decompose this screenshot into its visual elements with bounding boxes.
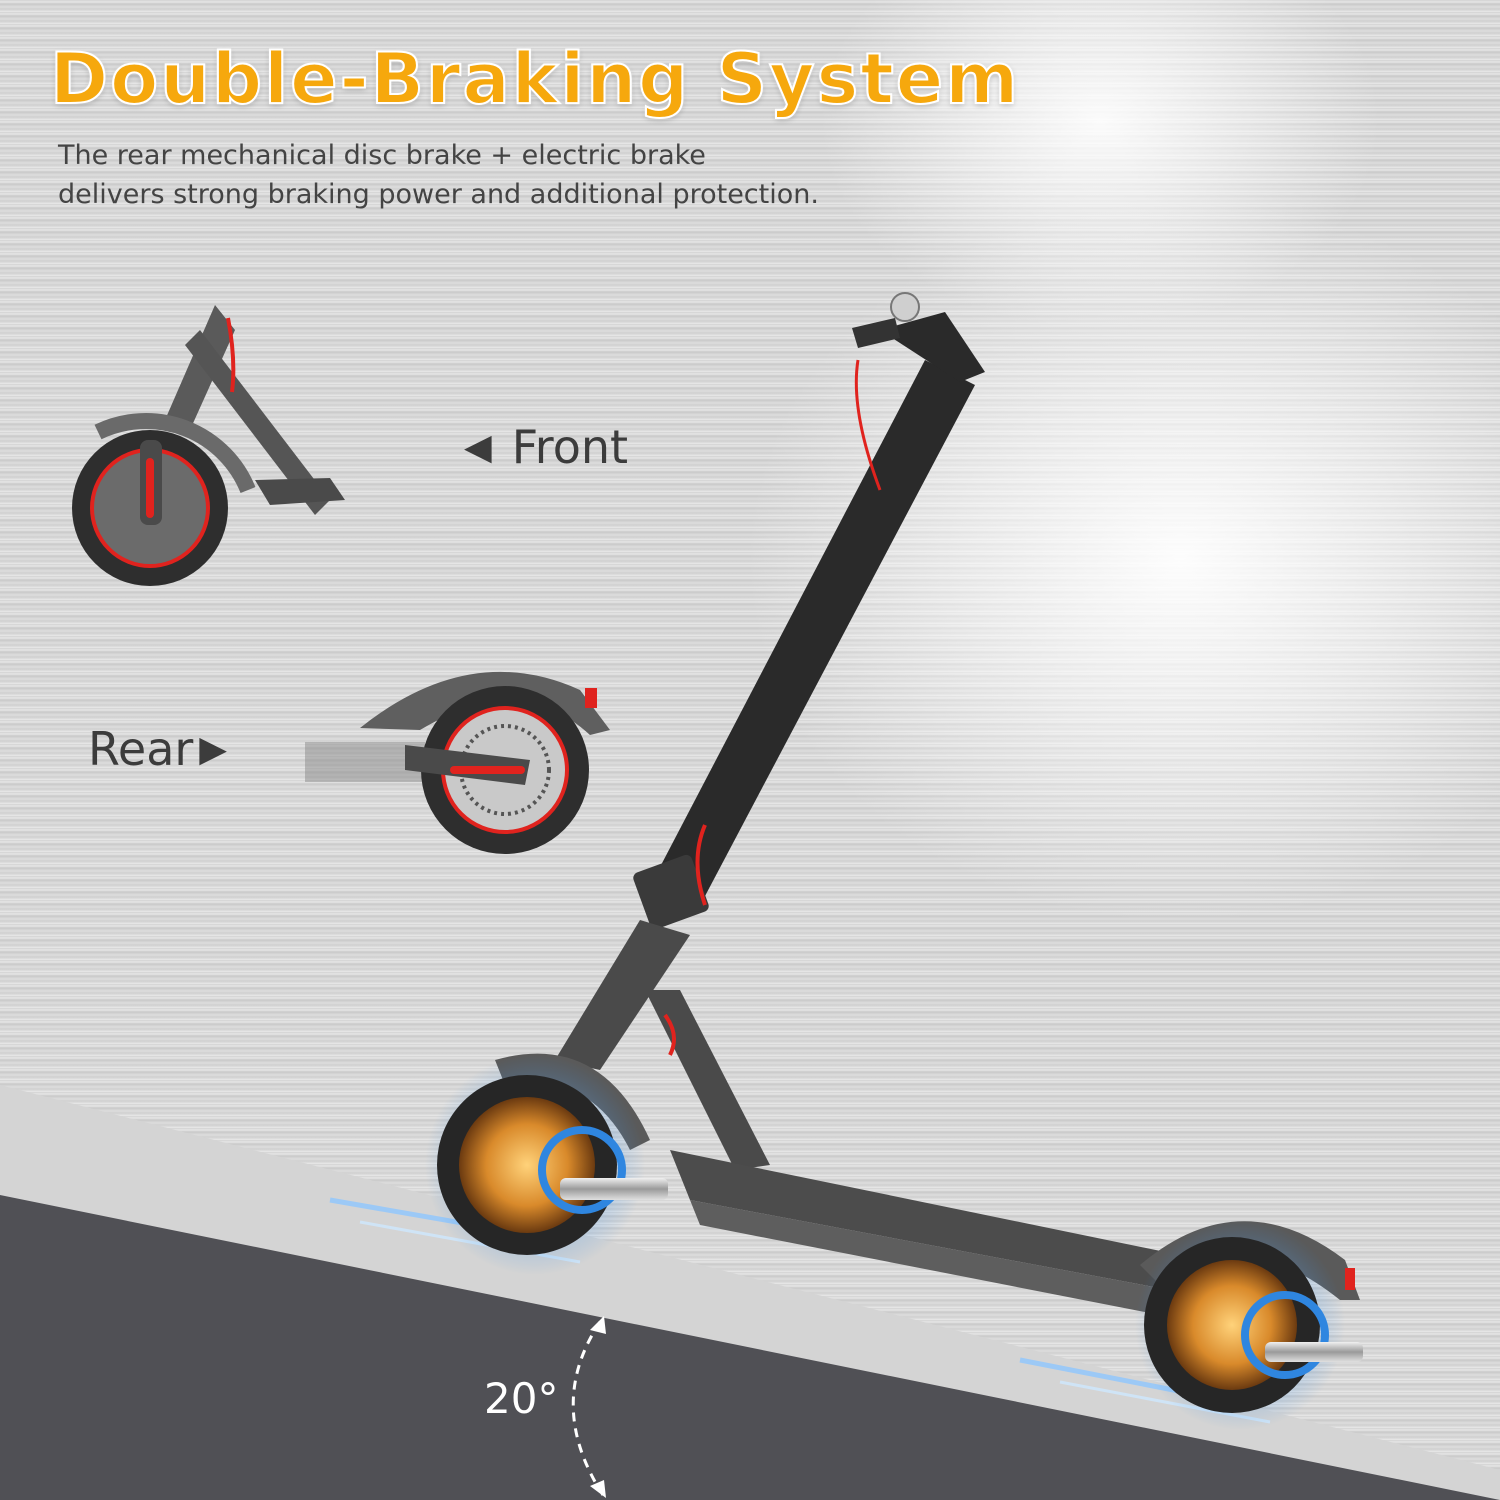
rear-motor-icon [1135,1220,1363,1430]
front-wheel-inset [72,305,345,586]
subtitle: The rear mechanical disc brake + electri… [58,136,819,214]
right-triangle-icon: ▶ [199,728,227,770]
rear-label: Rear ▶ [88,722,227,776]
left-triangle-icon: ◀ [464,426,492,468]
front-label-text: Front [511,420,629,474]
subtitle-line-2: delivers strong braking power and additi… [58,179,819,210]
dashed-arc-arrow-icon [571,1316,606,1498]
rear-label-text: Rear [88,722,194,776]
subtitle-line-1: The rear mechanical disc brake + electri… [58,140,706,171]
front-motor-icon [425,1055,668,1275]
rear-wheel-inset [305,671,610,854]
slope-angle-label: 20° [484,1374,559,1423]
ramp-dark-base [0,1195,1500,1500]
front-label: ◀ Front [464,420,628,474]
page-title: Double-Braking System [49,37,1021,121]
